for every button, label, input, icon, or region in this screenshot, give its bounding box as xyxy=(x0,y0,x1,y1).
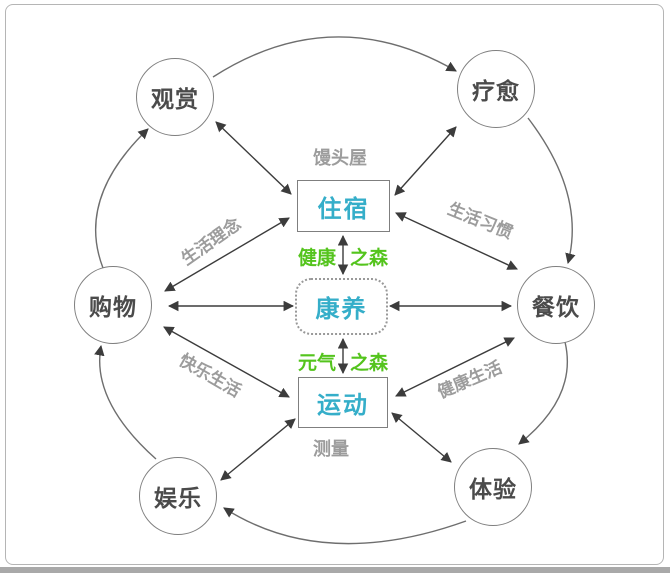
node-wellness-center: 康养 xyxy=(295,278,388,335)
arc-entertainment-to-shopping xyxy=(94,344,157,460)
node-dining: 餐饮 xyxy=(517,266,595,344)
node-shopping: 购物 xyxy=(74,266,152,344)
label-vitality-forest: 元气 之森 xyxy=(298,348,388,375)
node-entertainment: 娱乐 xyxy=(139,457,217,535)
label-vitality-forest-right: 之森 xyxy=(350,353,389,374)
edge-entertainment-sports xyxy=(220,418,296,481)
node-dining-label: 餐饮 xyxy=(532,294,580,320)
node-view-label: 观赏 xyxy=(151,86,199,112)
label-mantou-house: 馒头屋 xyxy=(313,148,367,168)
label-measurement: 测量 xyxy=(313,439,349,459)
edge-experience-sports xyxy=(391,412,452,463)
arc-dining-to-experience xyxy=(518,341,569,445)
node-view: 观赏 xyxy=(136,58,214,136)
node-experience-label: 体验 xyxy=(469,476,517,502)
node-healing-label: 疗愈 xyxy=(472,78,520,104)
label-health-forest-left: 健康 xyxy=(297,248,336,269)
edge-dining-lodging xyxy=(395,212,518,270)
arc-shopping-to-view xyxy=(95,128,149,269)
node-lodging: 住宿 xyxy=(297,180,390,232)
node-entertainment-label: 娱乐 xyxy=(154,485,202,511)
bottom-edge-bar xyxy=(0,567,670,573)
edge-healing-lodging xyxy=(394,126,457,196)
label-health-forest: 健康 之森 xyxy=(298,243,388,270)
label-health-forest-right: 之森 xyxy=(350,248,389,269)
arc-view-to-healing xyxy=(212,36,457,78)
arc-experience-to-entertainment xyxy=(223,507,467,545)
node-wellness-label: 康养 xyxy=(315,296,368,323)
edge-shopping-sports xyxy=(163,326,290,398)
node-shopping-label: 购物 xyxy=(89,294,137,320)
label-vitality-forest-left: 元气 xyxy=(297,353,336,374)
edge-shopping-lodging xyxy=(164,217,290,292)
node-lodging-label: 住宿 xyxy=(317,195,370,223)
node-healing: 疗愈 xyxy=(457,50,535,128)
edge-dining-sports xyxy=(395,337,515,397)
node-sports: 运动 xyxy=(298,377,388,428)
arc-healing-to-dining xyxy=(527,117,576,265)
node-experience: 体验 xyxy=(454,448,532,526)
node-sports-label: 运动 xyxy=(317,392,369,419)
edge-view-lodging xyxy=(215,121,292,195)
